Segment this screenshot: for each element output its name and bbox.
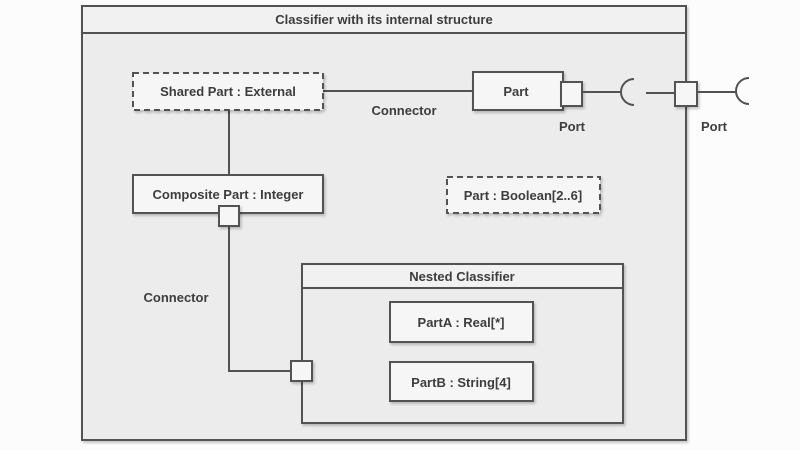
required-interface-socket-icon bbox=[620, 78, 635, 106]
part-b-label: PartB : String[4] bbox=[411, 375, 511, 390]
connector-top-label: Connector bbox=[372, 103, 437, 118]
part-port bbox=[560, 81, 583, 107]
part-node bbox=[472, 71, 564, 111]
boolean-part-node bbox=[446, 176, 601, 214]
classifier-title: Classifier with its internal structure bbox=[275, 12, 492, 27]
part-label: Part bbox=[503, 84, 529, 99]
connector-left-line bbox=[228, 222, 293, 372]
shared-part-label: Shared Part : External bbox=[160, 84, 296, 99]
nested-classifier-title: Nested Classifier bbox=[409, 269, 515, 284]
part-a-label: PartA : Real[*] bbox=[418, 315, 505, 330]
nested-classifier-port bbox=[290, 360, 313, 382]
connector-left-label: Connector bbox=[144, 290, 209, 305]
boolean-part-label: Part : Boolean[2..6] bbox=[464, 188, 582, 203]
part-a-node bbox=[389, 301, 534, 343]
boundary-port-label: Port bbox=[701, 119, 728, 134]
composite-part-port bbox=[218, 205, 240, 227]
nested-classifier-title-bar bbox=[301, 263, 624, 289]
part-port-label: Port bbox=[559, 119, 586, 134]
classifier-title-bar bbox=[81, 5, 687, 34]
part-b-node bbox=[389, 361, 534, 402]
required-interface-socket-icon-external bbox=[735, 77, 750, 105]
nested-classifier-box bbox=[301, 263, 624, 424]
boundary-port bbox=[674, 81, 698, 107]
shared-part-node bbox=[132, 72, 324, 111]
composite-part-label: Composite Part : Integer bbox=[153, 187, 304, 202]
